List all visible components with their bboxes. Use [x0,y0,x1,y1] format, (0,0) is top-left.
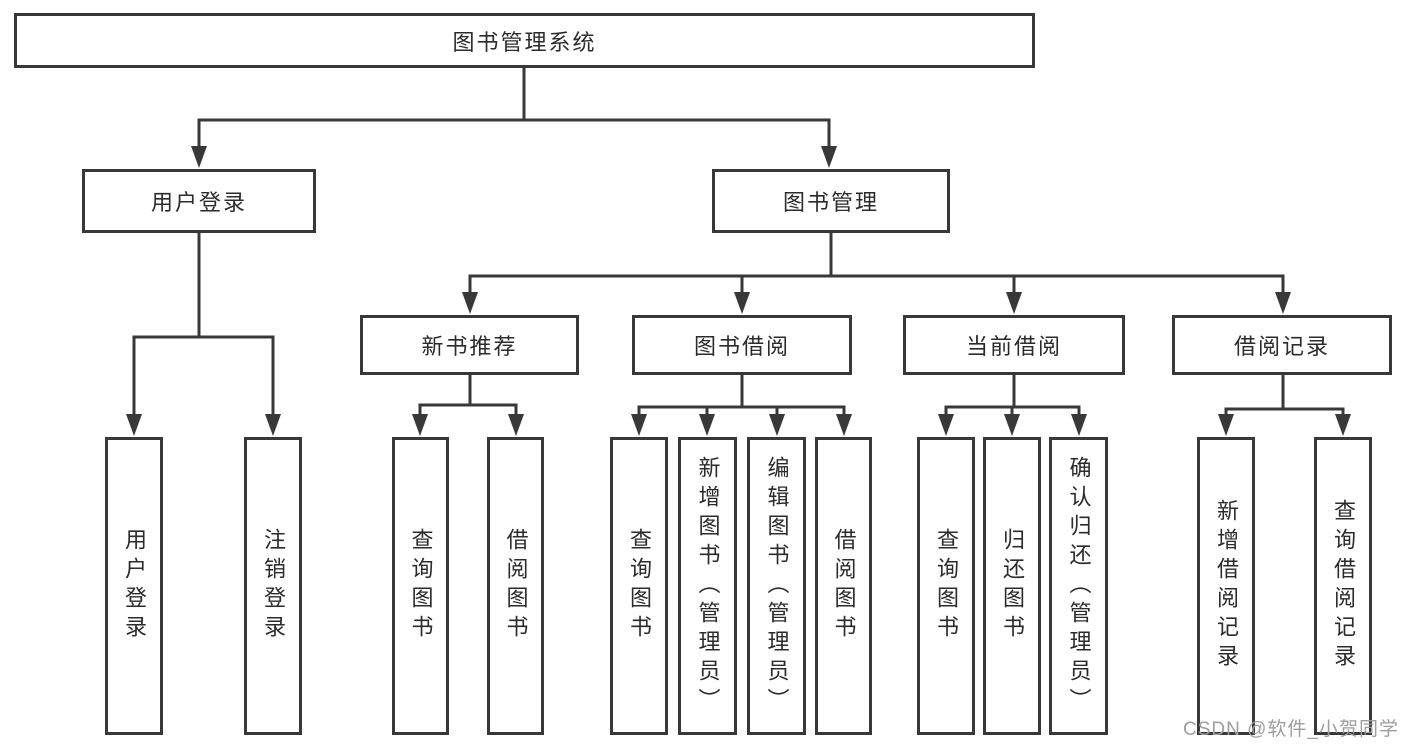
node-cb-query-books: 查询图书 [917,437,975,735]
node-user-login-label: 用户登录 [150,190,247,215]
node-nb-query-books-label: 查询图书 [408,528,434,644]
node-bb-query-books-label: 查询图书 [627,528,652,644]
node-cb-return-books: 归还图书 [983,437,1041,735]
node-borrow-records-label: 借阅记录 [1233,334,1330,359]
node-bb-borrow-books: 借阅图书 [815,437,872,735]
node-bb-add-books-admin-label: 新增图书（管理员） [695,455,721,717]
node-current-borrow: 当前借阅 [903,315,1125,375]
node-book-borrow-label: 图书借阅 [693,334,790,359]
node-bb-borrow-books-label: 借阅图书 [831,528,857,644]
node-nb-borrow-books: 借阅图书 [487,437,544,735]
node-borrow-records: 借阅记录 [1172,315,1392,375]
node-bb-query-books: 查询图书 [610,437,668,735]
arrowheads [126,146,1351,436]
node-new-book-recommend: 新书推荐 [360,315,579,375]
node-user-login-leaf: 用户登录 [105,437,163,735]
watermark: CSDN @软件_小贺同学 [1183,719,1399,740]
node-br-add-record-label: 新增借阅记录 [1214,499,1239,673]
node-root-label: 图书管理系统 [452,29,597,55]
node-logout-leaf-label: 注销登录 [261,528,286,644]
node-cb-confirm-return-admin: 确认归还（管理员） [1049,437,1108,735]
node-user-login-leaf-label: 用户登录 [122,528,147,644]
node-current-borrow-label: 当前借阅 [965,334,1062,359]
node-cb-return-books-label: 归还图书 [1000,528,1025,644]
node-bb-edit-books-admin-label: 编辑图书（管理员） [764,455,790,717]
node-br-add-record: 新增借阅记录 [1197,437,1255,735]
node-book-borrow: 图书借阅 [632,315,852,375]
node-book-management-label: 图书管理 [782,190,879,215]
node-cb-confirm-return-admin-label: 确认归还（管理员） [1066,455,1092,717]
node-logout-leaf: 注销登录 [244,437,302,735]
node-br-query-record-label: 查询借阅记录 [1331,499,1356,673]
node-bb-edit-books-admin: 编辑图书（管理员） [747,437,806,735]
node-nb-borrow-books-label: 借阅图书 [503,528,529,644]
node-book-management: 图书管理 [712,169,950,233]
node-user-login: 用户登录 [82,169,316,233]
node-br-query-record: 查询借阅记录 [1314,437,1372,735]
node-new-book-recommend-label: 新书推荐 [421,334,518,359]
node-bb-add-books-admin: 新增图书（管理员） [678,437,737,735]
node-root: 图书管理系统 [14,13,1035,68]
node-nb-query-books: 查询图书 [392,437,449,735]
node-cb-query-books-label: 查询图书 [934,528,959,644]
